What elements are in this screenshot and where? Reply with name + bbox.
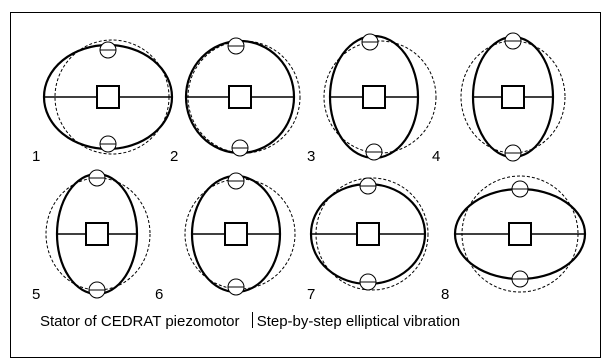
step-label-7: 7 xyxy=(307,286,316,303)
center-block-8 xyxy=(508,222,532,246)
center-block-3 xyxy=(362,85,386,109)
step-label-6: 6 xyxy=(155,286,164,303)
center-block-1 xyxy=(96,85,120,109)
undeformed-circle-5 xyxy=(45,177,151,291)
center-block-4 xyxy=(501,85,525,109)
step-label-8: 8 xyxy=(441,286,450,303)
center-block-2 xyxy=(228,85,252,109)
step-label-5: 5 xyxy=(32,286,41,303)
step-label-1: 1 xyxy=(32,148,41,165)
figure-caption: Stator of CEDRAT piezomotor Step-by-step… xyxy=(40,312,580,330)
center-block-5 xyxy=(85,222,109,246)
caption-left: Stator of CEDRAT piezomotor xyxy=(40,313,240,330)
figure-frame xyxy=(10,12,601,358)
step-label-4: 4 xyxy=(432,148,441,165)
caption-separator xyxy=(251,312,253,328)
step-label-2: 2 xyxy=(170,148,179,165)
center-block-6 xyxy=(224,222,248,246)
center-block-7 xyxy=(356,222,380,246)
caption-right: Step-by-step elliptical vibration xyxy=(256,313,461,330)
undeformed-circle-4 xyxy=(460,40,566,154)
step-label-3: 3 xyxy=(307,148,316,165)
